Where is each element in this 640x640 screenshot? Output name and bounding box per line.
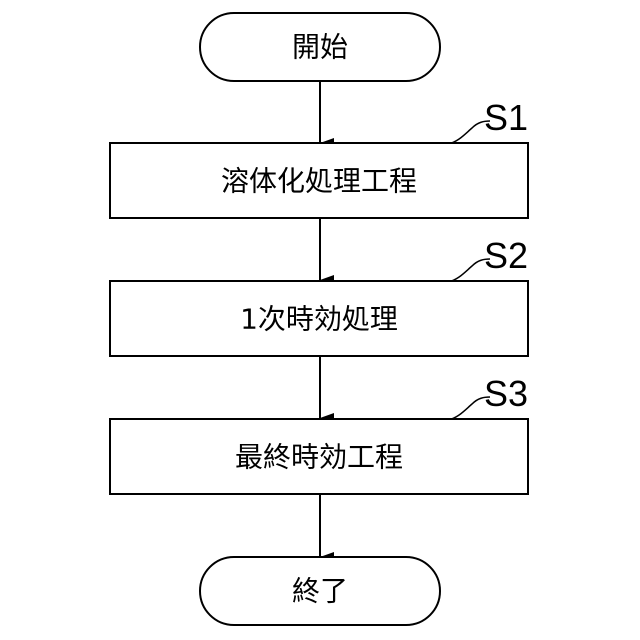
start-label: 開始 bbox=[292, 31, 348, 64]
s2-process-label: 1次時効処理 bbox=[240, 303, 398, 336]
s1-step-label: S1 bbox=[484, 97, 528, 138]
s3-process-label: 最終時効工程 bbox=[235, 441, 403, 474]
s2-step-label: S2 bbox=[484, 235, 528, 276]
end-terminator: 終了 bbox=[200, 557, 440, 625]
start-terminator: 開始 bbox=[200, 13, 440, 81]
s3-step-label: S3 bbox=[484, 373, 528, 414]
s1-process-label: 溶体化処理工程 bbox=[221, 165, 417, 198]
end-label: 終了 bbox=[292, 575, 348, 608]
